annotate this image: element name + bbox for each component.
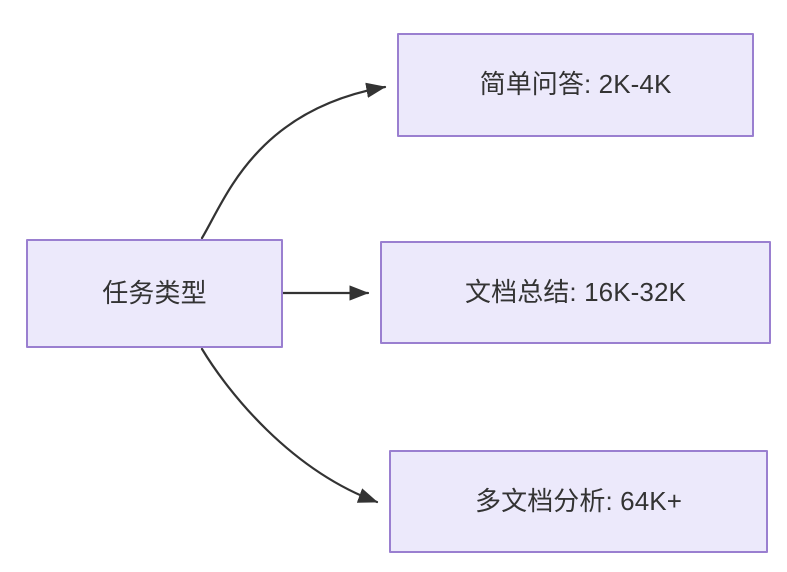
edge-root-to-multi	[200, 347, 379, 504]
edge-root-to-simple	[200, 82, 387, 240]
node-simple-qa-label: 简单问答: 2K-4K	[479, 69, 672, 100]
node-multi-doc-analysis[interactable]: 多文档分析: 64K+	[389, 450, 768, 553]
node-root-label: 任务类型	[102, 277, 207, 308]
node-simple-qa[interactable]: 简单问答: 2K-4K	[397, 33, 754, 137]
node-doc-summary[interactable]: 文档总结: 16K-32K	[380, 241, 771, 344]
node-root[interactable]: 任务类型	[26, 239, 283, 348]
node-multi-doc-analysis-label: 多文档分析: 64K+	[475, 485, 682, 516]
node-doc-summary-label: 文档总结: 16K-32K	[465, 276, 686, 307]
